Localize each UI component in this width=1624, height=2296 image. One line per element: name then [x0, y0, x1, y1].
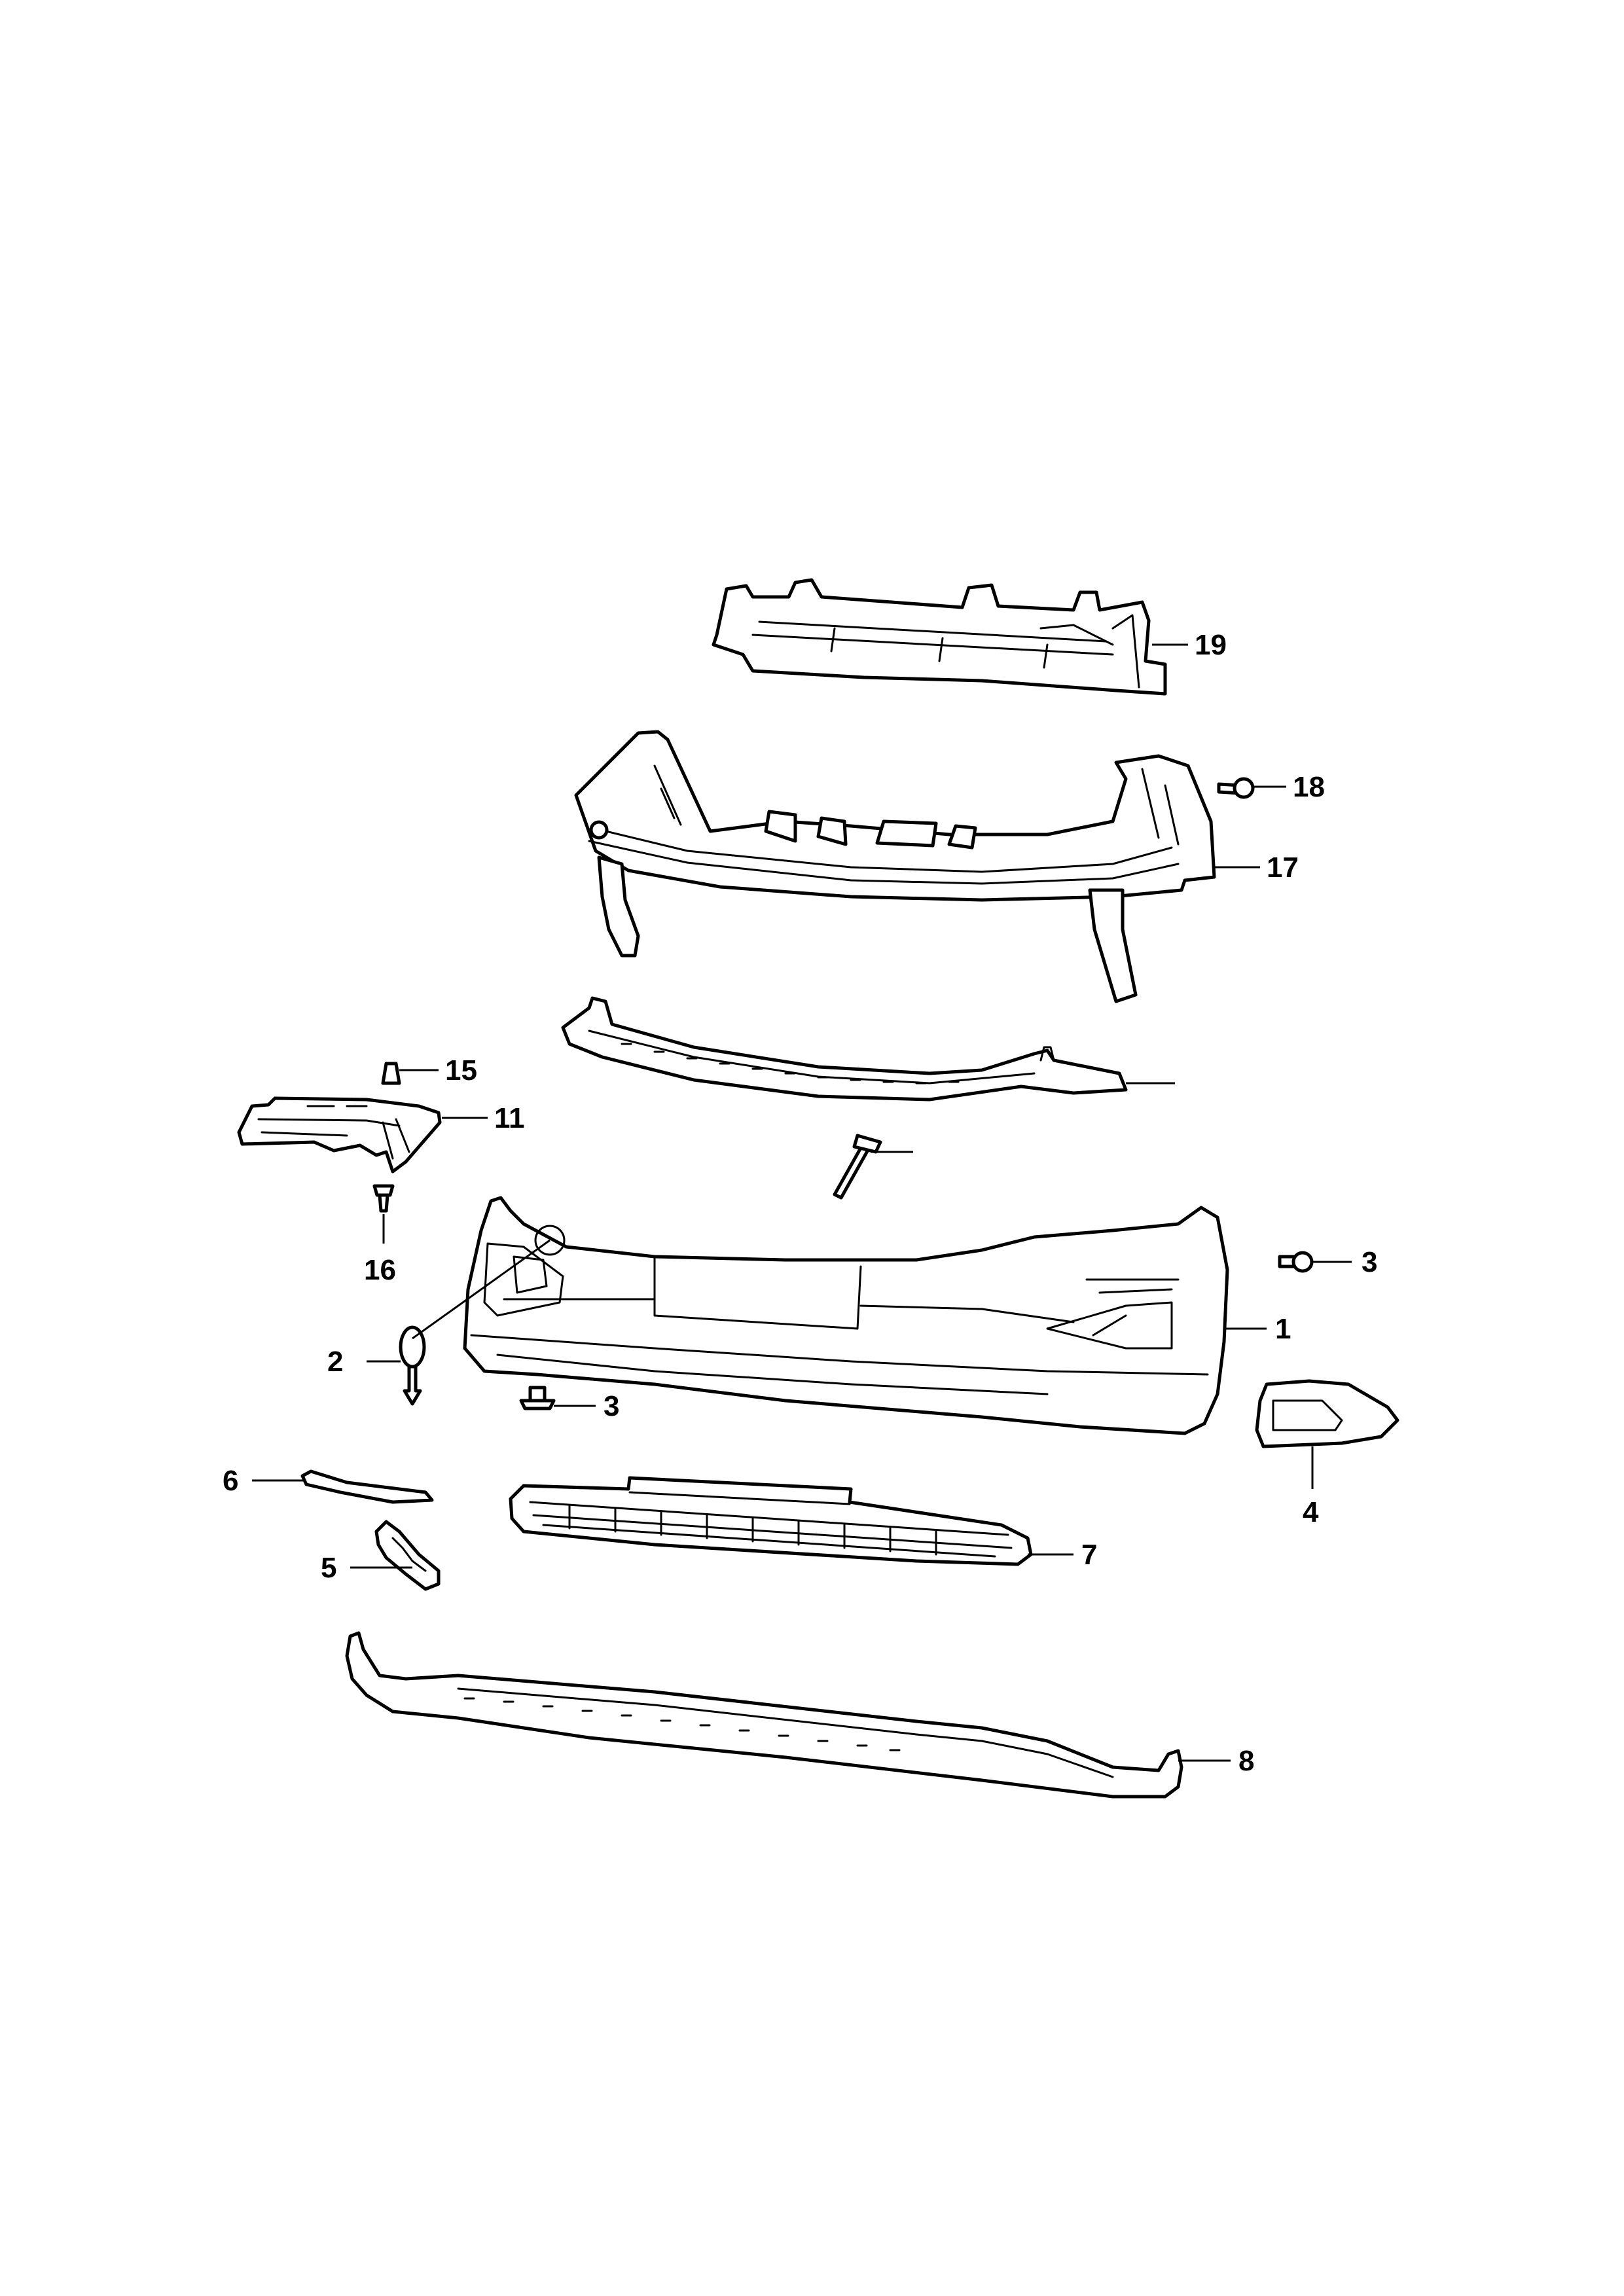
callout-7: 7 — [1081, 1539, 1097, 1571]
part-5-small-bracket — [374, 1520, 441, 1591]
part-16-screw — [1217, 777, 1255, 799]
callout-16: 18 — [1293, 771, 1325, 803]
callout-3-upper: 3 — [1362, 1246, 1377, 1278]
part-3-screw-upper — [1278, 1251, 1314, 1273]
part-9-bracket — [237, 1096, 442, 1174]
part-18-lower-cross-member — [561, 996, 1128, 1102]
part-17-impact-absorber — [712, 578, 1167, 696]
part-10-clip — [381, 1062, 401, 1085]
part-6-trim-strip — [300, 1469, 434, 1504]
part-7-grille — [509, 1476, 1033, 1566]
part-3-screw-lower — [519, 1386, 556, 1410]
part-4-trim-cover — [1255, 1379, 1399, 1448]
callout-10: 15 — [445, 1054, 477, 1086]
callout-15: 17 — [1267, 852, 1299, 884]
part-11-push-pin — [372, 1184, 395, 1213]
callout-5: 5 — [321, 1552, 336, 1584]
part-2-plug — [399, 1325, 426, 1406]
callout-3-lower: 3 — [604, 1390, 619, 1422]
part-8-lower-spoiler — [345, 1631, 1183, 1799]
callout-17: 19 — [1195, 629, 1227, 661]
callout-9: 11 — [494, 1102, 525, 1134]
callout-6: 6 — [223, 1465, 238, 1497]
callout-2: 2 — [327, 1346, 343, 1378]
leader-2-hole — [412, 1239, 550, 1340]
part-1-bumper-cover — [463, 1196, 1229, 1435]
callout-11: 16 — [364, 1254, 396, 1286]
leader-lines — [252, 643, 1352, 1762]
part-19-rivet — [833, 1134, 882, 1200]
part-15-bumper-carrier — [574, 730, 1216, 1003]
callout-4: 4 — [1303, 1496, 1319, 1528]
callout-8: 8 — [1238, 1745, 1254, 1777]
callout-labels: 19 18 17 15 11 16 1 2 3 3 4 6 5 7 8 — [223, 629, 1377, 1777]
callout-1: 1 — [1275, 1313, 1291, 1345]
